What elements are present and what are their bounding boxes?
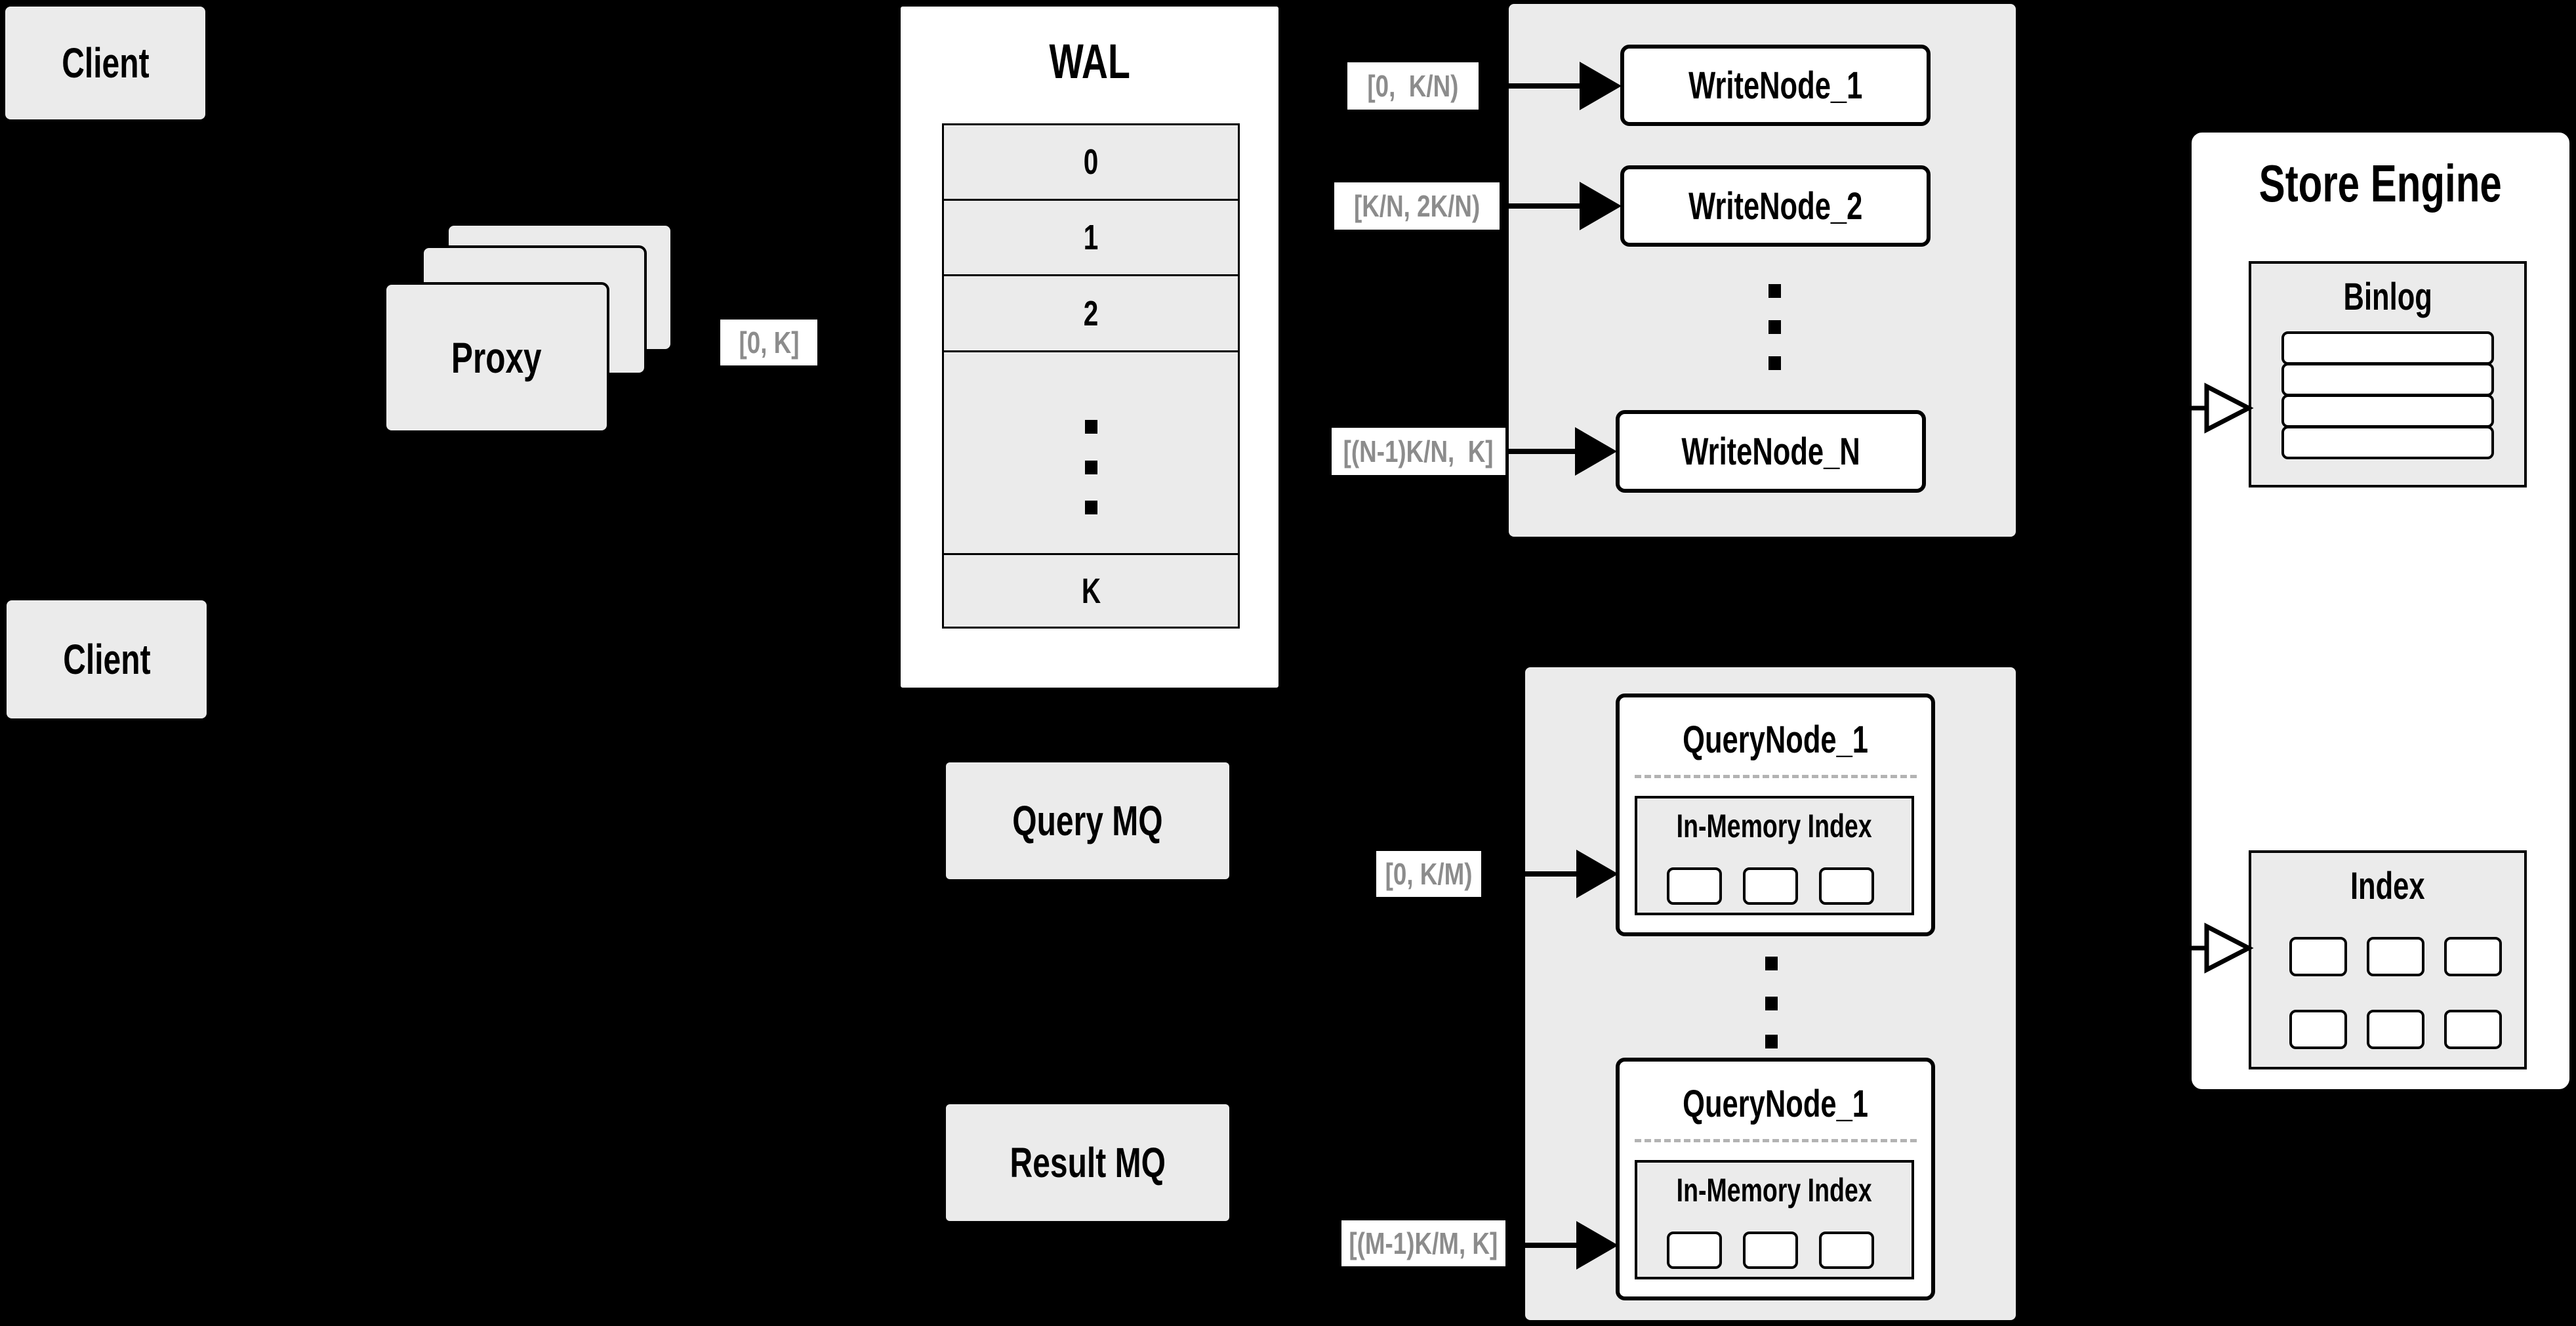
store-engine-title: Store Engine [2259, 154, 2503, 213]
query-node-ellipsis-dot [1765, 1035, 1778, 1048]
range-chip-query-m: [(M-1)K/M, K] [1341, 1220, 1505, 1266]
query-node-top-title: QueryNode_1 [1683, 718, 1868, 761]
proxy-label: Proxy [451, 333, 542, 382]
dashed-divider [1635, 775, 1917, 778]
query-mq-label: Query MQ [1012, 797, 1163, 844]
in-memory-index-bottom-title: In-Memory Index [1677, 1172, 1872, 1209]
memory-segment [1819, 867, 1874, 905]
memory-segment [1743, 867, 1798, 905]
query-mq-box: Query MQ [946, 762, 1229, 879]
query-node-ellipsis-dot [1765, 957, 1778, 970]
write-node-ellipsis-dot [1768, 284, 1781, 298]
dashed-divider [1635, 1139, 1917, 1142]
write-node-ellipsis-dot [1768, 356, 1781, 370]
write-node-n-label: WriteNode_N [1681, 430, 1860, 473]
range-chip-query-1: [0, K/M) [1376, 851, 1481, 897]
memory-segment [1667, 1232, 1722, 1269]
range-chip-write-n: [(N-1)K/N, K] [1332, 428, 1505, 475]
memory-segment [1667, 867, 1722, 905]
result-mq-box: Result MQ [946, 1104, 1229, 1221]
write-node-2-box: WriteNode_2 [1620, 165, 1931, 247]
wal-segment-2: 2 [942, 274, 1240, 352]
wal-ellipsis-dot [1085, 420, 1097, 434]
binlog-row [2281, 426, 2494, 459]
memory-segment [1819, 1232, 1874, 1269]
range-write-1-label: [0, K/N) [1367, 69, 1459, 103]
wal-title: WAL [1049, 33, 1130, 89]
client-top-label: Client [61, 39, 150, 87]
index-cell [2289, 937, 2347, 976]
wal-segment-k: K [942, 553, 1240, 629]
range-chip-write-1: [0, K/N) [1347, 62, 1479, 110]
query-node-bottom-title: QueryNode_1 [1683, 1082, 1868, 1125]
binlog-title: Binlog [2343, 275, 2432, 318]
wal-segment-ellipsis [942, 350, 1240, 555]
range-chip-proxy-wal: [0, K] [720, 320, 817, 365]
binlog-row [2281, 363, 2494, 396]
write-node-ellipsis-dot [1768, 320, 1781, 334]
range-write-n-label: [(N-1)K/N, K] [1343, 434, 1494, 468]
index-cell [2444, 937, 2502, 976]
write-node-2-label: WriteNode_2 [1688, 184, 1863, 228]
memory-segment [1743, 1232, 1798, 1269]
wal-segment-0: 0 [942, 123, 1240, 201]
binlog-row [2281, 331, 2494, 365]
index-title: Index [2350, 864, 2425, 907]
in-memory-index-top-title: In-Memory Index [1677, 808, 1872, 844]
write-node-1-label: WriteNode_1 [1688, 64, 1863, 107]
range-query-1-label: [0, K/M) [1385, 857, 1473, 891]
range-chip-write-2: [K/N, 2K/N) [1334, 182, 1500, 230]
wal-segment-1: 1 [942, 199, 1240, 276]
proxy-box: Proxy [384, 282, 609, 433]
index-cell [2289, 1010, 2347, 1049]
index-cell [2367, 1010, 2424, 1049]
client-bottom-box: Client [7, 600, 207, 718]
query-node-ellipsis-dot [1765, 997, 1778, 1010]
index-cell [2444, 1010, 2502, 1049]
range-query-m-label: [(M-1)K/M, K] [1349, 1226, 1498, 1260]
index-cell [2367, 937, 2424, 976]
client-top-box: Client [5, 7, 205, 119]
range-proxy-wal-label: [0, K] [739, 325, 799, 360]
range-write-2-label: [K/N, 2K/N) [1353, 189, 1481, 223]
wal-ellipsis-dot [1085, 461, 1097, 474]
write-node-1-box: WriteNode_1 [1620, 45, 1931, 126]
result-mq-label: Result MQ [1010, 1139, 1166, 1186]
wal-ellipsis-dot [1085, 501, 1097, 514]
client-bottom-label: Client [62, 636, 151, 683]
binlog-row [2281, 394, 2494, 428]
write-node-n-box: WriteNode_N [1616, 410, 1926, 493]
